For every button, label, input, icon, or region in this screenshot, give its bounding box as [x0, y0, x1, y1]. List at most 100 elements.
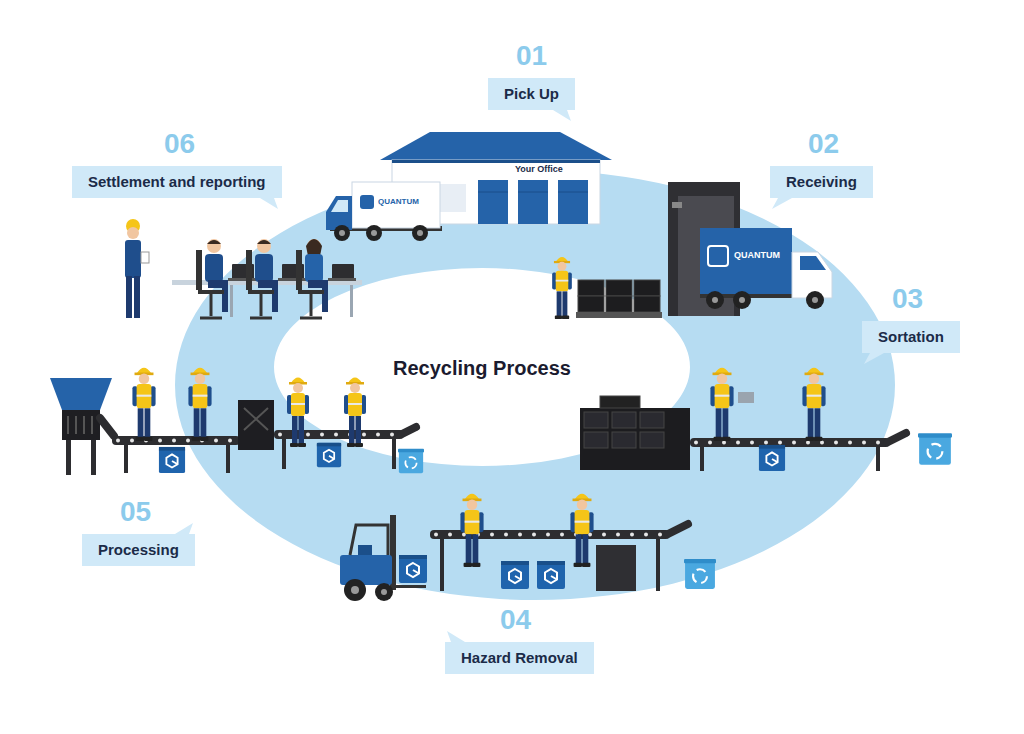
office-worker — [272, 282, 278, 312]
office-worker — [300, 317, 322, 320]
callout-number: 06 — [164, 128, 195, 160]
monitor-pallet — [606, 296, 632, 312]
shredder — [91, 440, 96, 475]
office-worker — [207, 240, 221, 244]
office-building — [518, 180, 548, 224]
processing-machine — [238, 400, 274, 450]
pickup-truck — [371, 230, 377, 236]
forklift — [381, 589, 387, 595]
office-worker — [222, 282, 228, 312]
step-label: Processing — [98, 541, 179, 559]
process-ring — [175, 170, 895, 600]
bubble-tail — [864, 353, 884, 364]
office-worker — [198, 290, 224, 294]
monitor-pallet — [634, 280, 660, 296]
pickup-truck — [334, 225, 350, 241]
forklift — [350, 525, 388, 555]
receiving-truck — [792, 252, 832, 298]
shredder — [75, 416, 77, 434]
office-worker — [196, 239, 256, 318]
receiving-truck — [712, 297, 718, 303]
truck-lettering: QUANTUM — [378, 197, 419, 207]
step-label: Receiving — [786, 173, 857, 191]
office-worker — [310, 294, 313, 316]
office-worker — [328, 278, 356, 281]
collection-bin — [399, 555, 427, 583]
forklift — [340, 555, 392, 585]
monitor-stack — [640, 432, 664, 448]
office-worker — [246, 239, 306, 318]
conveyor-belt — [226, 445, 230, 473]
step-label: Sortation — [878, 328, 944, 346]
monitor-stack — [584, 432, 608, 448]
office-worker — [306, 239, 322, 256]
worker — [710, 368, 733, 441]
worker — [344, 378, 366, 448]
pickup-truck — [417, 230, 423, 236]
monitor-stack — [612, 432, 636, 448]
conveyor-belt — [696, 441, 884, 445]
receiving-truck — [733, 291, 751, 309]
office-worker — [246, 250, 252, 290]
conveyor-belt — [668, 524, 688, 534]
conveyor-belt — [402, 427, 416, 434]
diagram-title: Recycling Process — [393, 356, 571, 380]
conveyor-belt — [100, 418, 240, 473]
supervisor — [126, 276, 132, 318]
supervisor — [125, 240, 141, 278]
office-desk — [350, 285, 353, 317]
office-desk — [230, 285, 233, 317]
callout-number: 04 — [500, 604, 531, 636]
collection-bin — [501, 561, 529, 589]
office-worker — [296, 239, 356, 318]
office-sign: Your Office — [515, 164, 563, 175]
office-worker — [257, 239, 271, 253]
forklift — [351, 586, 359, 594]
collection-bin — [537, 561, 565, 589]
callout-box: 06Settlement and reporting — [72, 166, 282, 198]
callout-number: 02 — [808, 128, 839, 160]
monitor-pallet — [578, 296, 604, 312]
monitor-stack — [612, 412, 636, 428]
monitor-pallet — [576, 312, 662, 318]
pickup-truck — [331, 200, 348, 212]
receiving-truck — [708, 246, 728, 266]
bubble-tail — [260, 198, 278, 209]
supervisor — [125, 219, 149, 318]
step-label: Settlement and reporting — [88, 173, 266, 191]
worker — [287, 378, 309, 448]
worker — [570, 494, 593, 567]
device — [738, 392, 754, 403]
receiving-truck — [806, 291, 824, 309]
conveyor-belt — [282, 439, 286, 469]
shredder — [50, 378, 112, 410]
office-worker — [196, 250, 202, 290]
pickup-truck — [360, 195, 374, 209]
office-worker — [305, 254, 323, 282]
forklift — [358, 545, 372, 555]
conveyor-belt — [700, 447, 704, 471]
receiving-truck — [700, 228, 792, 294]
receiving-truck — [812, 297, 818, 303]
bubble-tail — [553, 110, 571, 121]
office-worker — [200, 317, 222, 320]
receiving-truck — [700, 228, 832, 309]
pickup-truck — [352, 182, 440, 228]
office-building — [392, 160, 600, 163]
callout-number: 03 — [892, 283, 923, 315]
bubble-tail — [447, 631, 465, 642]
shredder — [62, 410, 100, 440]
forklift — [344, 579, 366, 601]
pickup-truck — [366, 225, 382, 241]
monitor-stack — [580, 396, 690, 470]
collection-bin — [759, 445, 785, 471]
office-worker — [298, 290, 324, 294]
office-worker — [248, 290, 274, 294]
worker — [132, 368, 155, 441]
callout-number: 01 — [516, 40, 547, 72]
shredder — [67, 416, 69, 434]
recycle-bin — [918, 433, 952, 465]
office-building — [558, 192, 588, 193]
